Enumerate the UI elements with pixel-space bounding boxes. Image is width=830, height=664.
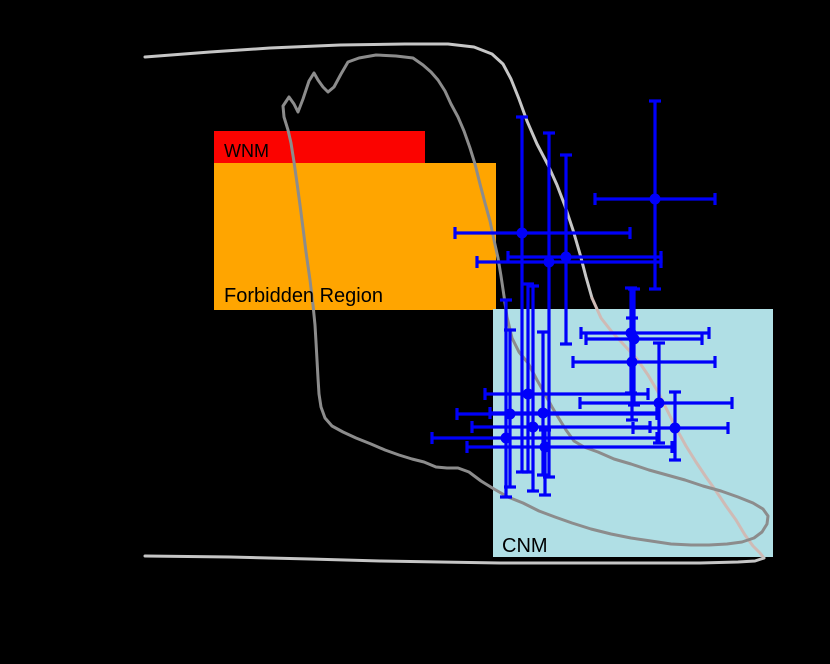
data-marker (500, 432, 512, 444)
data-marker (649, 193, 661, 205)
data-marker (626, 356, 638, 368)
data-marker (669, 422, 681, 434)
data-point-4 (593, 99, 717, 291)
contour-inner-loop (281, 53, 770, 547)
data-point-8 (483, 282, 650, 474)
data-marker (543, 256, 555, 268)
data-marker (628, 333, 640, 345)
data-marker (527, 421, 539, 433)
data-marker (560, 251, 572, 263)
contour-outer-right-pinkish (590, 296, 766, 560)
data-marker (537, 407, 549, 419)
data-point-3 (506, 153, 663, 346)
label-cnm: CNM (502, 535, 548, 557)
data-point-6 (584, 287, 704, 407)
region-wnm (214, 131, 425, 163)
label-forbidden: Forbidden Region (224, 285, 383, 307)
contour-outer-bottom (143, 554, 766, 565)
data-point-15 (465, 428, 674, 497)
data-marker (516, 227, 528, 239)
data-marker (539, 441, 551, 453)
data-point-14 (470, 284, 652, 493)
data-marker (653, 397, 665, 409)
data-point-9 (578, 341, 734, 445)
label-wnm: WNM (224, 141, 269, 161)
data-marker (522, 388, 534, 400)
contour-outer-top (143, 42, 594, 300)
region-forbidden (214, 163, 496, 310)
